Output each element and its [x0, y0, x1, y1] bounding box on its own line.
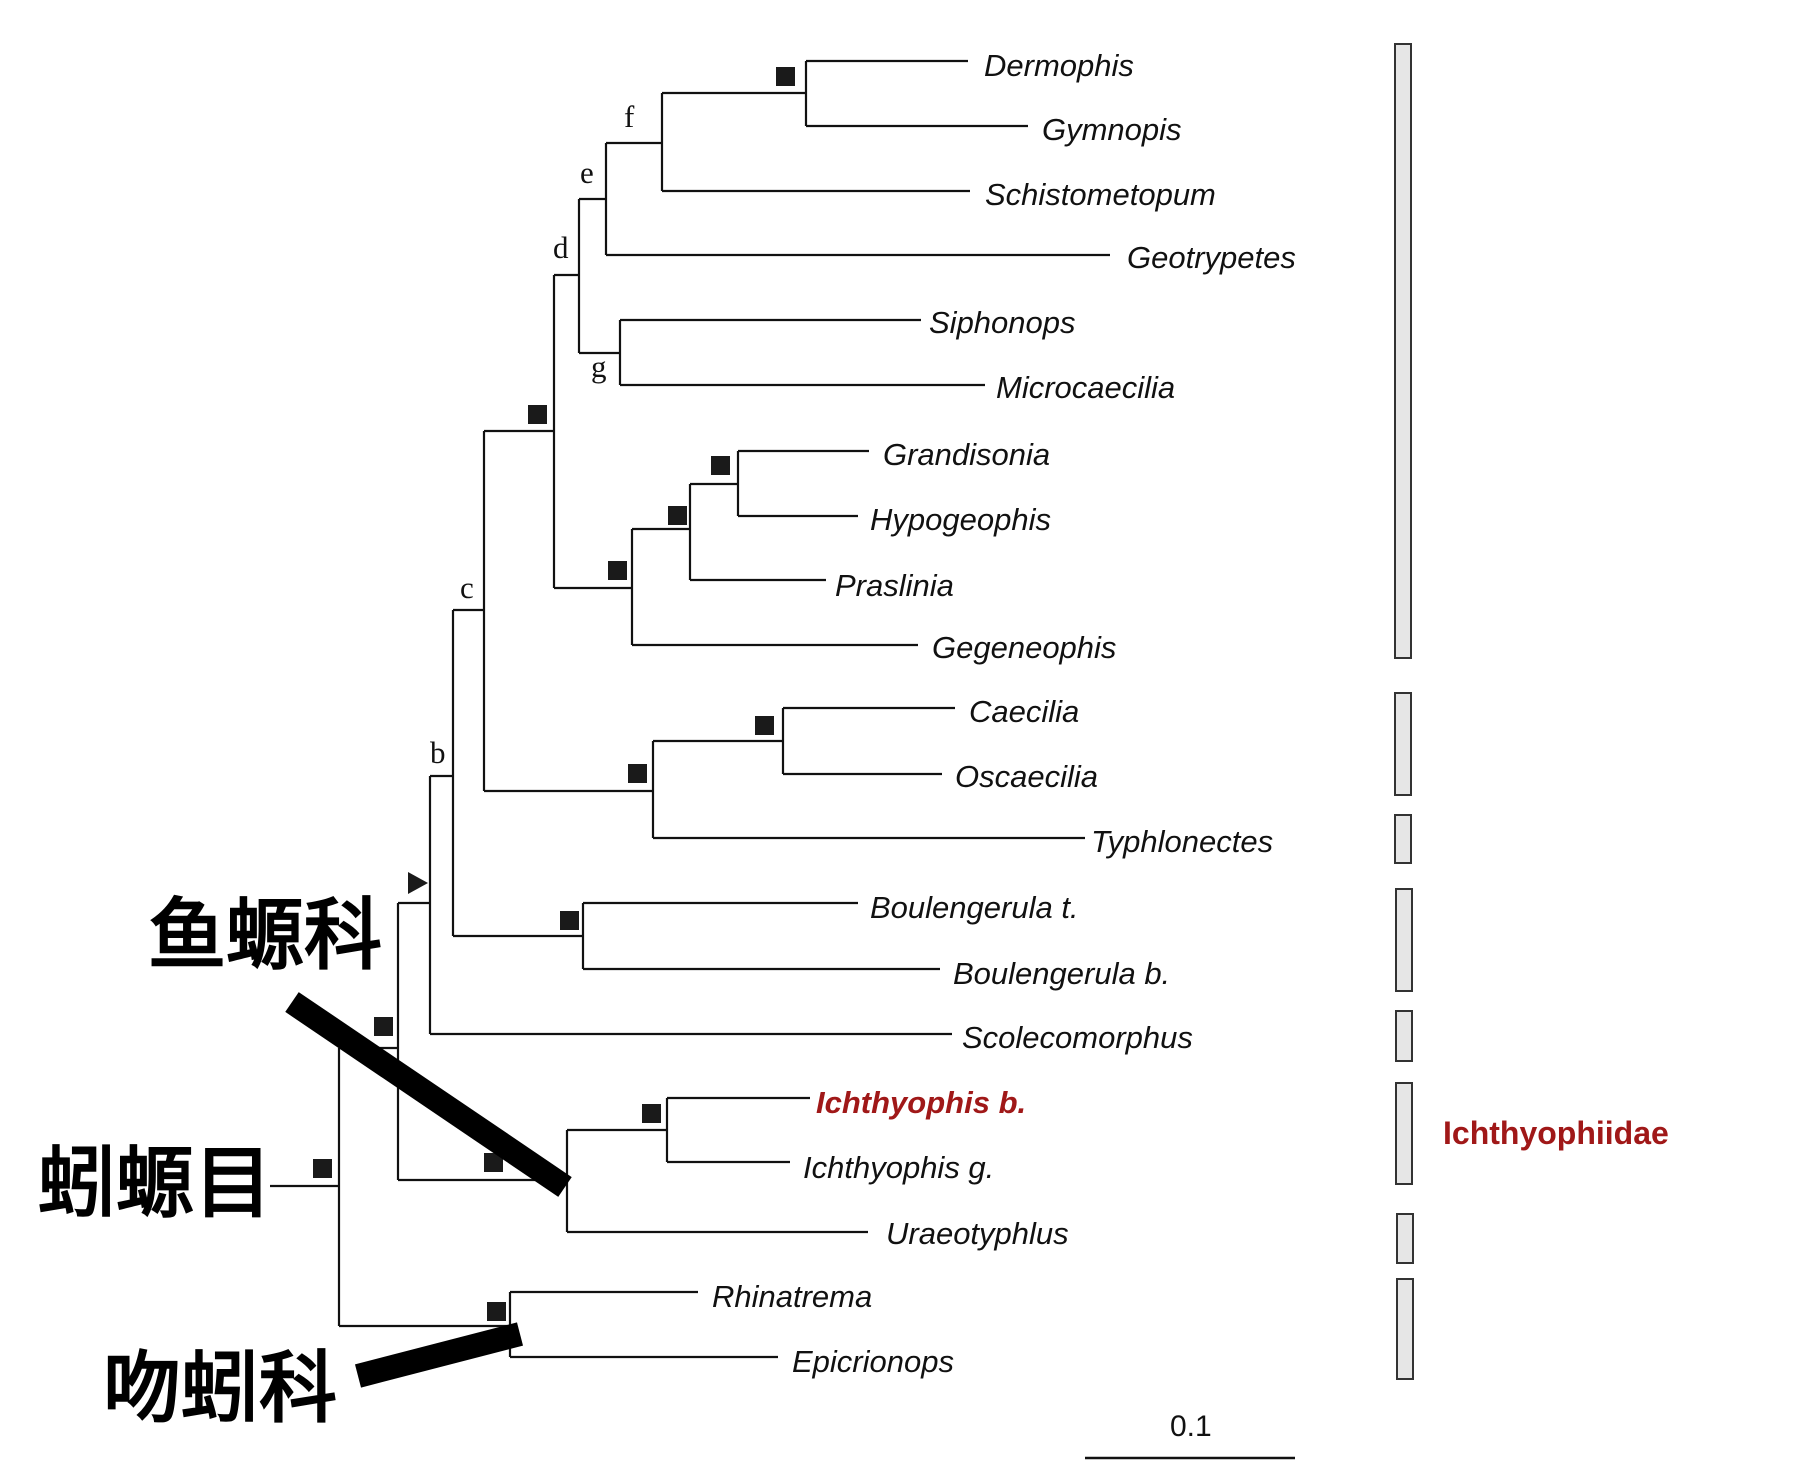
taxon-label-boulengerula-b: Boulengerula b.	[953, 956, 1170, 991]
family-label-ichthyophiidae: Ichthyophiidae	[1443, 1115, 1669, 1151]
taxon-label-gegeneophis: Gegeneophis	[932, 630, 1116, 665]
taxon-label-epicrionops: Epicrionops	[792, 1344, 954, 1379]
support-square	[487, 1302, 506, 1321]
support-square	[642, 1104, 661, 1123]
clade-annotations: 鱼螈科 蚓螈目 吻蚓科	[38, 891, 572, 1434]
clade-bar	[1395, 1082, 1413, 1185]
clade-bar	[1396, 1278, 1414, 1380]
node-label-f: f	[624, 99, 635, 134]
clade-bar	[1394, 43, 1412, 659]
taxon-label-boulengerula-t: Boulengerula t.	[870, 890, 1079, 925]
taxon-label-siphonops: Siphonops	[929, 305, 1076, 340]
clade-marker-rhinatrematidae	[354, 1322, 524, 1388]
clade-bar	[1395, 888, 1413, 992]
support-square	[755, 716, 774, 735]
taxon-label-ichthyophis-g: Ichthyophis g.	[803, 1150, 994, 1185]
taxon-label-ichthyophis-b: Ichthyophis b.	[816, 1085, 1026, 1120]
scale-bar-label: 0.1	[1170, 1410, 1212, 1443]
node-label-e: e	[580, 155, 594, 190]
clade-label-ichthyophiidae: 鱼螈科	[148, 891, 382, 981]
node-letters: f e d g c b	[430, 99, 635, 770]
taxon-label-caecilia: Caecilia	[969, 694, 1079, 729]
support-square	[628, 764, 647, 783]
node-label-c: c	[460, 570, 474, 605]
clade-label-rhinatrematidae: 吻蚓科	[103, 1344, 337, 1434]
clade-bar	[1396, 1213, 1414, 1264]
taxon-label-microcaecilia: Microcaecilia	[996, 370, 1175, 405]
support-markers	[313, 67, 795, 1321]
support-square	[711, 456, 730, 475]
clade-bar	[1395, 1010, 1413, 1062]
taxon-label-grandisonia: Grandisonia	[883, 437, 1050, 472]
taxon-label-dermophis: Dermophis	[984, 48, 1134, 83]
node-label-b: b	[430, 735, 446, 770]
taxon-label-schistometopum: Schistometopum	[985, 177, 1216, 212]
taxon-label-geotrypetes: Geotrypetes	[1127, 240, 1296, 275]
support-square	[560, 911, 579, 930]
support-square	[776, 67, 795, 86]
scale-bar: 0.1	[1085, 1410, 1295, 1460]
clade-bar	[1394, 692, 1412, 796]
node-label-g: g	[591, 349, 607, 384]
support-square	[374, 1017, 393, 1036]
taxon-label-oscaecilia: Oscaecilia	[955, 759, 1098, 794]
taxon-label-hypogeophis: Hypogeophis	[870, 502, 1051, 537]
clade-bar	[1394, 814, 1412, 864]
support-square	[313, 1159, 332, 1178]
node-label-d: d	[553, 230, 569, 265]
clade-marker-ichthyophiidae	[285, 992, 572, 1197]
support-square	[608, 561, 627, 580]
taxon-label-rhinatrema: Rhinatrema	[712, 1279, 872, 1314]
clade-label-order: 蚓螈目	[38, 1139, 272, 1229]
taxon-label-gymnopis: Gymnopis	[1042, 112, 1182, 147]
support-square	[528, 405, 547, 424]
tree-branches	[270, 59, 1110, 1359]
support-triangle	[408, 872, 428, 894]
taxon-label-scolecomorphus: Scolecomorphus	[962, 1020, 1193, 1055]
support-square	[484, 1153, 503, 1172]
taxon-labels: Dermophis Gymnopis Schistometopum Geotry…	[712, 48, 1296, 1379]
taxon-label-typhlonectes: Typhlonectes	[1091, 824, 1273, 859]
taxon-label-praslinia: Praslinia	[835, 568, 954, 603]
support-square	[668, 506, 687, 525]
taxon-label-uraeotyphlus: Uraeotyphlus	[886, 1216, 1069, 1251]
clade-bars	[1394, 43, 1414, 1380]
